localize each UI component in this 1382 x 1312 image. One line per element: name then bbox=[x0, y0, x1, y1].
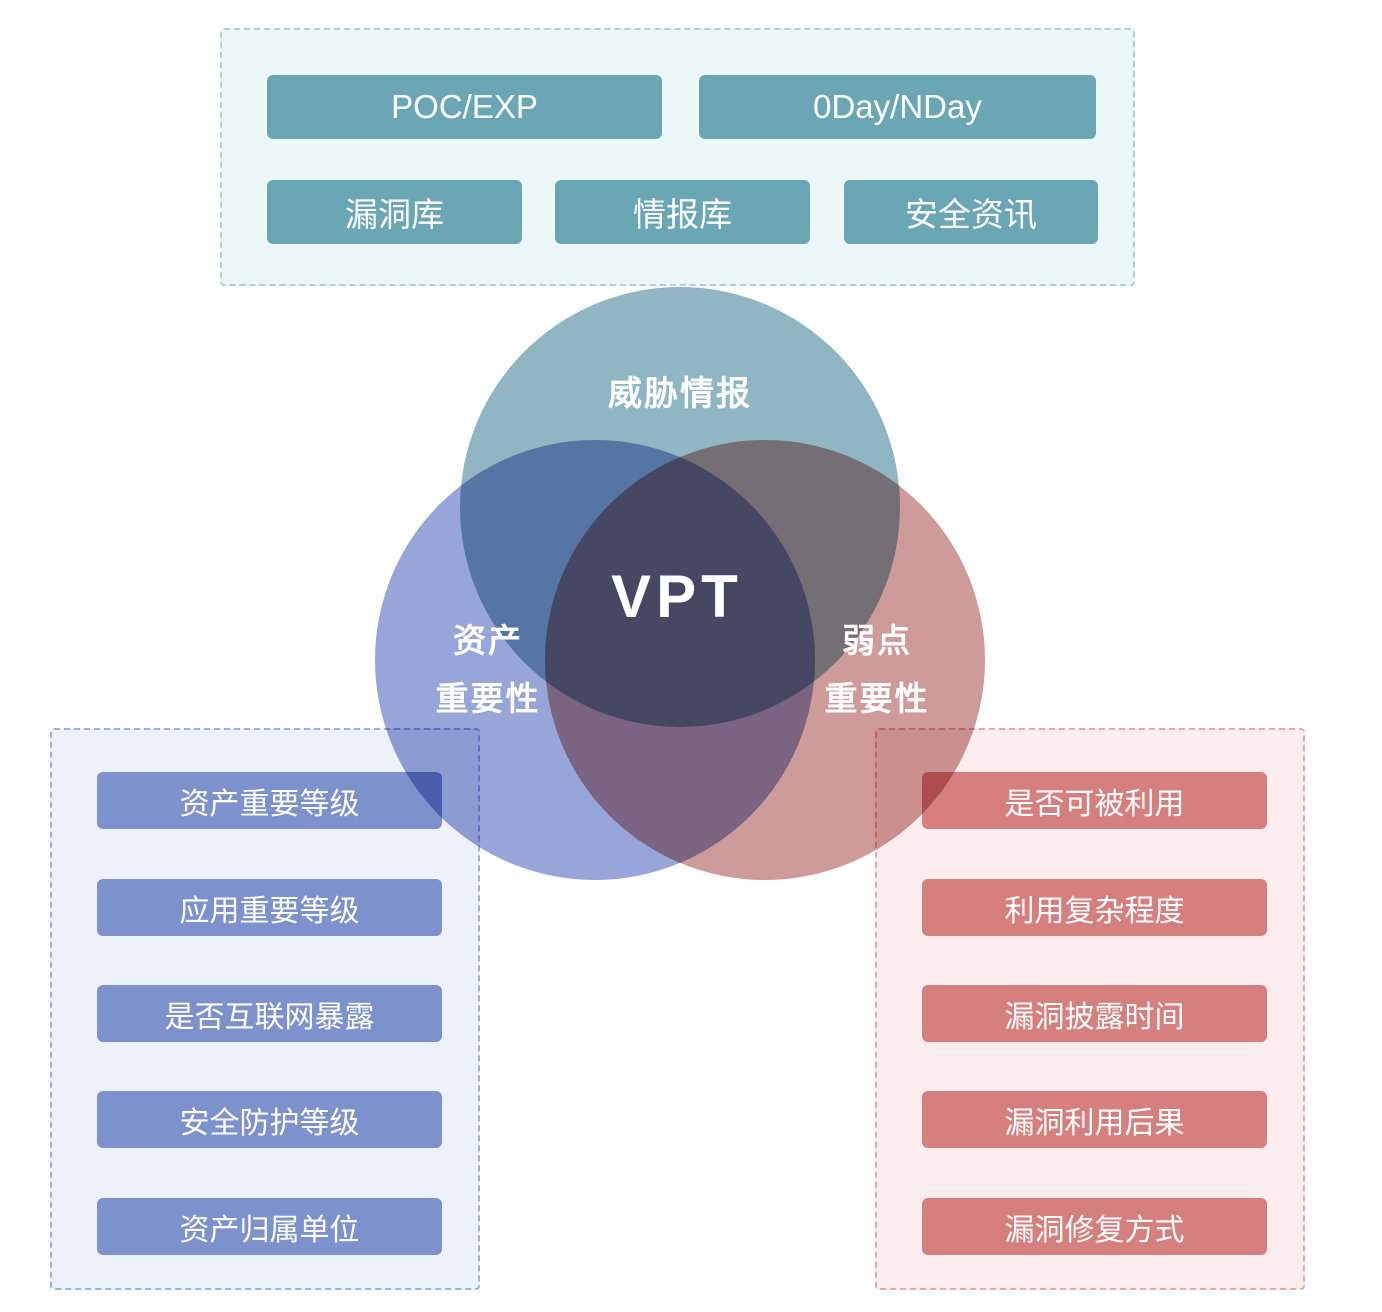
vpt-center-label: VPT bbox=[611, 563, 743, 630]
chip-security-protection-level: 安全防护等级 bbox=[97, 1091, 442, 1148]
asset-label-line1: 资产 bbox=[453, 622, 523, 659]
chip-intel-db: 情报库 bbox=[555, 180, 810, 244]
weakness-circle bbox=[545, 440, 985, 880]
chip-app-importance-level: 应用重要等级 bbox=[97, 879, 442, 936]
chip-poc-exp: POC/EXP bbox=[267, 75, 662, 139]
weakness-label-line2: 重要性 bbox=[824, 680, 930, 717]
asset-label-line2: 重要性 bbox=[435, 680, 541, 717]
chip-asset-owner-unit: 资产归属单位 bbox=[97, 1198, 442, 1255]
weakness-label-line1: 弱点 bbox=[842, 622, 912, 659]
chip-disclosure-time: 漏洞披露时间 bbox=[922, 985, 1267, 1042]
weakness-importance-panel: 是否可被利用 利用复杂程度 漏洞披露时间 漏洞利用后果 漏洞修复方式 bbox=[875, 728, 1305, 1290]
threat-circle-label: 威胁情报 bbox=[608, 375, 752, 413]
chip-security-news: 安全资讯 bbox=[844, 180, 1098, 244]
threat-intel-panel: POC/EXP 0Day/NDay 漏洞库 情报库 安全资讯 bbox=[220, 28, 1135, 286]
chip-exploit-complexity: 利用复杂程度 bbox=[922, 879, 1267, 936]
asset-importance-panel: 资产重要等级 应用重要等级 是否互联网暴露 安全防护等级 资产归属单位 bbox=[50, 728, 480, 1290]
chip-0day-nday: 0Day/NDay bbox=[699, 75, 1096, 139]
chip-remediation-method: 漏洞修复方式 bbox=[922, 1198, 1267, 1255]
chip-vulnerability-db: 漏洞库 bbox=[267, 180, 522, 244]
chip-asset-importance-level: 资产重要等级 bbox=[97, 772, 442, 829]
weakness-circle-label: 弱点 重要性 bbox=[777, 612, 977, 728]
asset-circle-label: 资产 重要性 bbox=[388, 612, 588, 728]
chip-exploitable: 是否可被利用 bbox=[922, 772, 1267, 829]
chip-internet-exposure: 是否互联网暴露 bbox=[97, 985, 442, 1042]
chip-exploit-consequence: 漏洞利用后果 bbox=[922, 1091, 1267, 1148]
